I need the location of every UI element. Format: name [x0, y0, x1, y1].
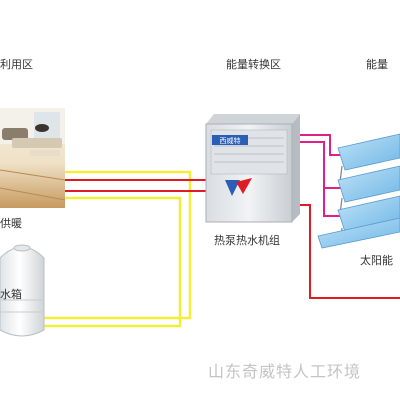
- yellow-pipe-upper: [43, 170, 192, 320]
- heat-pump-unit: 西威特: [205, 114, 300, 223]
- pipes: [43, 134, 400, 328]
- solar-panel-row-4: [317, 217, 400, 249]
- room-image: [0, 108, 66, 208]
- zone-label-conversion: 能量转换区: [226, 58, 281, 71]
- yellow-pipe-lower: [43, 196, 182, 328]
- zone-label-collection: 能量: [366, 58, 388, 71]
- red-pipe-solar-return: [298, 204, 400, 299]
- unit-brand-text: 西威特: [220, 136, 241, 145]
- label-heat-pump: 热泵热水机组: [214, 234, 280, 247]
- watermark-text: 山东奇威特人工环境: [208, 362, 362, 381]
- label-solar: 太阳能: [360, 254, 393, 267]
- brand-logo-icon: [225, 178, 252, 196]
- zone-label-use: 利用区: [0, 58, 33, 71]
- pink-pipe-solar-mid: [298, 141, 345, 189]
- label-heating: 供暖: [0, 217, 22, 230]
- water-tank-image: [0, 244, 45, 337]
- label-water-tank: 水箱: [0, 288, 22, 301]
- solar-collectors: [317, 133, 400, 249]
- pink-pipe-solar-low: [323, 188, 345, 217]
- pink-pipe-solar-top: [298, 134, 345, 156]
